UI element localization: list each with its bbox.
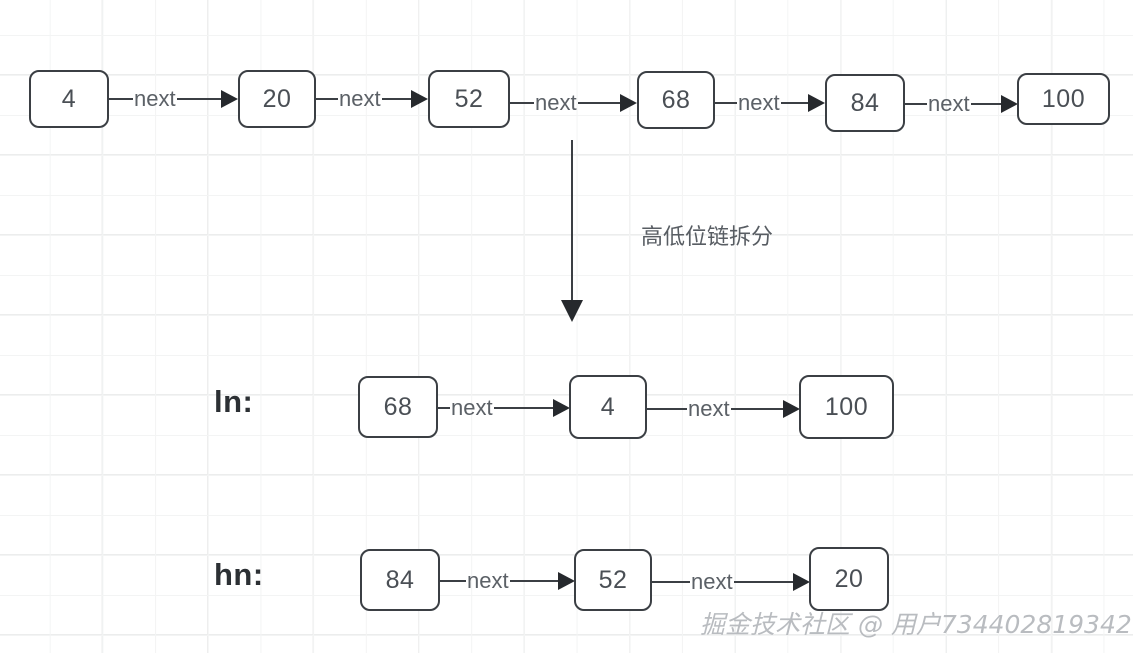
node-original-4: 84 xyxy=(825,74,905,132)
node-ln-0: 68 xyxy=(358,376,438,438)
row-label-hn: hn: xyxy=(214,557,264,592)
arrowhead-icon xyxy=(808,94,825,112)
edge-original-4: next xyxy=(905,93,1018,115)
node-hn-0: 84 xyxy=(360,549,440,611)
arrowhead-icon xyxy=(221,90,238,108)
arrowhead-down-icon xyxy=(561,300,583,322)
node-original-0: 4 xyxy=(29,70,109,128)
node-ln-2: 100 xyxy=(799,375,894,439)
edge-original-0: next xyxy=(109,88,238,110)
node-hn-2: 20 xyxy=(809,547,889,611)
edge-label: next xyxy=(535,90,577,115)
node-original-2: 52 xyxy=(428,70,510,128)
split-arrow xyxy=(561,140,583,322)
edge-original-2: next xyxy=(510,92,637,114)
edge-ln-0: next xyxy=(438,397,570,419)
arrowhead-icon xyxy=(558,572,575,590)
row-label-ln: ln: xyxy=(214,384,254,419)
arrowhead-icon xyxy=(411,90,428,108)
edge-label: next xyxy=(467,568,509,593)
edge-label: next xyxy=(339,86,381,111)
edge-label: next xyxy=(738,90,780,115)
edge-label: next xyxy=(451,395,493,420)
split-caption: 高低位链拆分 xyxy=(641,225,774,250)
node-hn-1: 52 xyxy=(574,549,652,611)
edge-hn-1: next xyxy=(652,571,810,593)
arrowhead-icon xyxy=(620,94,637,112)
watermark: 掘金技术社区 @ 用户734402819342 xyxy=(700,610,1132,639)
node-original-1: 20 xyxy=(238,70,316,128)
arrowhead-icon xyxy=(783,400,800,418)
edge-label: next xyxy=(688,396,730,421)
edge-ln-1: next xyxy=(647,398,800,420)
edge-hn-0: next xyxy=(440,570,575,592)
node-original-3: 68 xyxy=(637,71,715,129)
edge-label: next xyxy=(691,569,733,594)
arrowhead-icon xyxy=(1001,95,1018,113)
edge-original-3: next xyxy=(715,92,825,114)
edge-label: next xyxy=(134,86,176,111)
edge-original-1: next xyxy=(316,88,428,110)
arrowhead-icon xyxy=(793,573,810,591)
node-ln-1: 4 xyxy=(569,375,647,439)
arrowhead-icon xyxy=(553,399,570,417)
edge-label: next xyxy=(928,91,970,116)
node-original-5: 100 xyxy=(1017,73,1110,125)
